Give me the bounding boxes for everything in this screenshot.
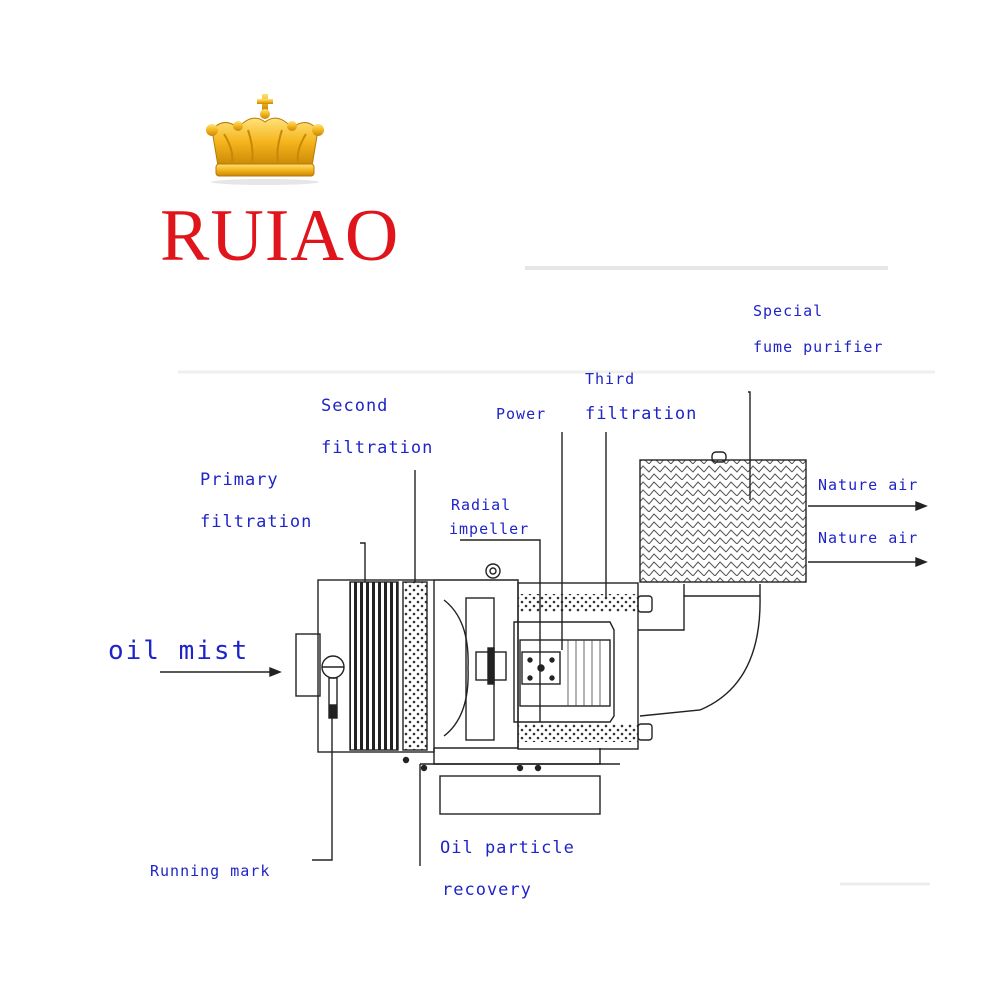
nature-air-label-upper: Nature air	[818, 476, 919, 494]
running-mark-label: Running mark	[150, 862, 271, 880]
third-filtration-label-line2: filtration	[585, 404, 698, 424]
special-fume-purifier-label-line2: fume purifier	[753, 338, 884, 356]
oil-particle-recovery-label-line1: Oil particle	[440, 838, 575, 858]
primary-filtration-label-line2: filtration	[200, 512, 313, 532]
primary-filtration-label-line1: Primary	[200, 470, 279, 490]
radial-impeller-label-line2: impeller	[449, 520, 530, 538]
oil-particle-recovery-label-line2: recovery	[442, 880, 532, 900]
special-fume-purifier-label-line1: Special	[753, 302, 824, 320]
brand-name: RUIAO	[160, 195, 400, 277]
crown-icon	[206, 94, 324, 185]
second-filtration-label-line1: Second	[321, 396, 389, 416]
power-label: Power	[496, 405, 547, 423]
radial-impeller-label-line1: Radial	[451, 496, 512, 514]
nature-air-label-lower: Nature air	[818, 529, 919, 547]
third-filtration-label-line1: Third	[585, 370, 636, 388]
second-filtration-label-line2: filtration	[321, 438, 434, 458]
oil-mist-label: oil mist	[108, 636, 250, 666]
